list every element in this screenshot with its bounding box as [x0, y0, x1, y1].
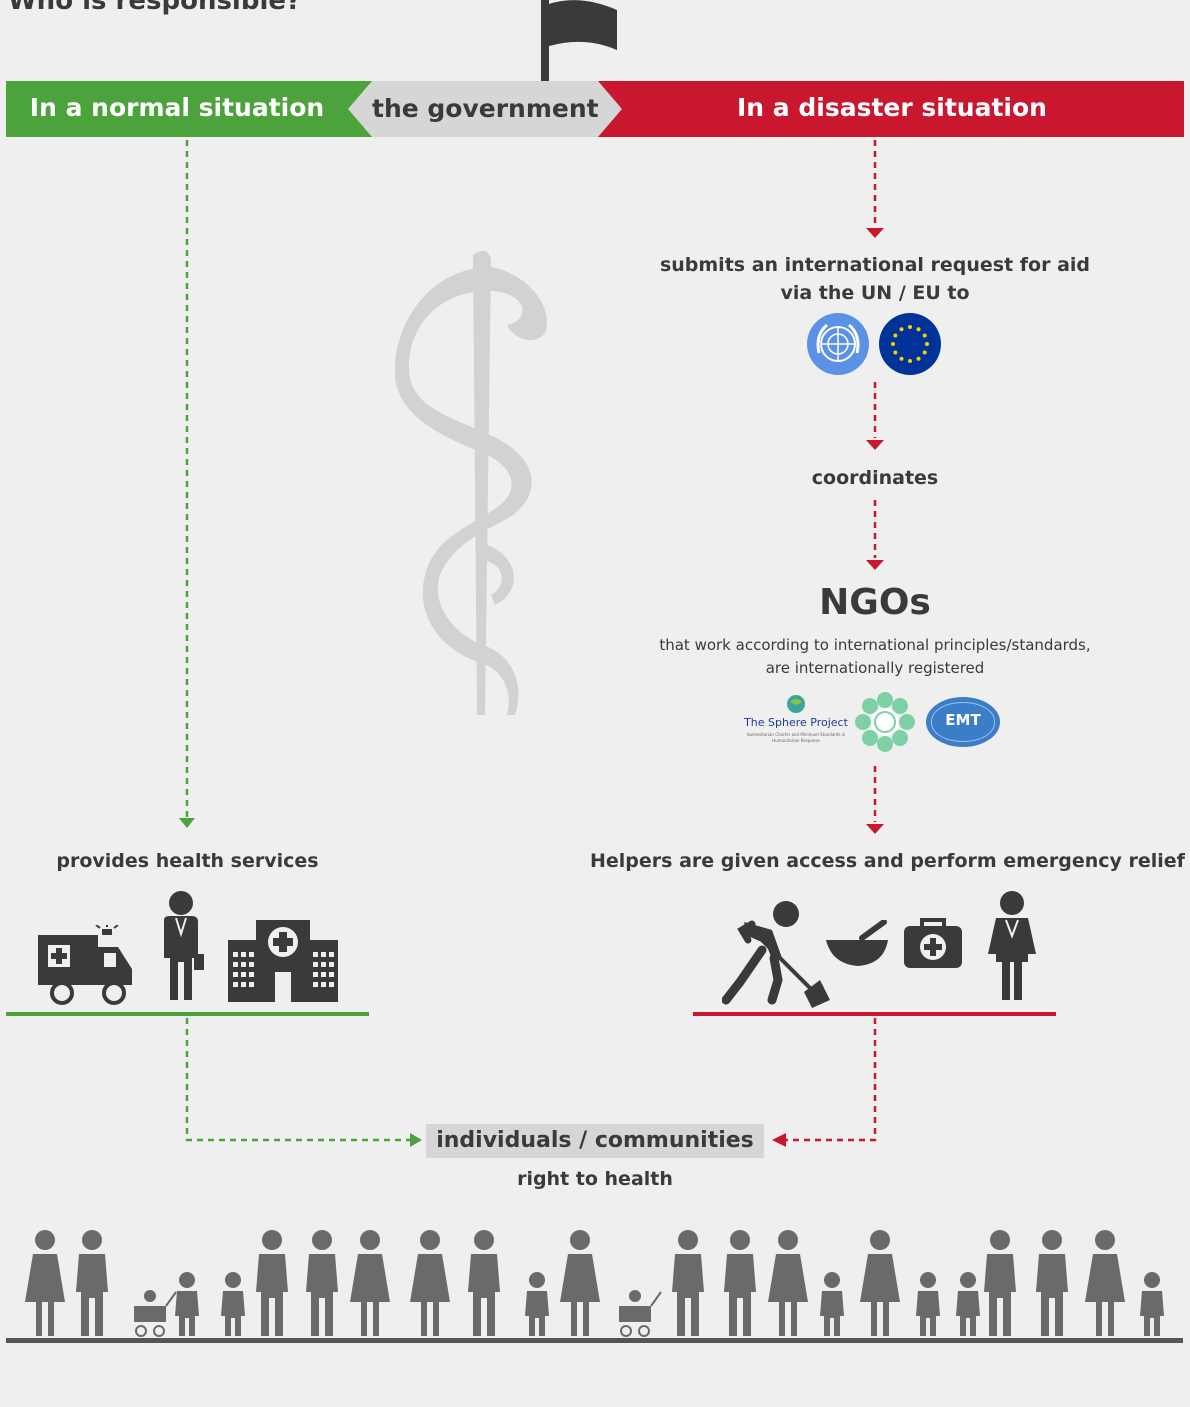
normal-ground-line	[6, 1012, 369, 1016]
ngo-description-line2: are internationally registered	[765, 659, 985, 677]
red-arrow-1	[866, 228, 884, 238]
emt-logo: EMT	[926, 697, 1000, 747]
disaster-situation-label: In a disaster situation	[737, 93, 1047, 122]
shovel-worker-icon	[722, 901, 830, 1008]
helpers-label: Helpers are given access and perform eme…	[590, 850, 1185, 872]
sphere-project-subtitle: Humanitarian Charter and Minimum Standar…	[746, 732, 846, 743]
red-arrow-2	[866, 440, 884, 450]
people-crowd-icon	[25, 1230, 1164, 1337]
provides-health-services-label: provides health services	[56, 850, 319, 872]
right-to-health-label: right to health	[517, 1168, 673, 1190]
page-title: Who is responsible?	[8, 0, 302, 16]
green-arrow-right	[410, 1133, 422, 1147]
ngos-title: NGOs	[819, 582, 931, 623]
first-aid-kit-icon	[904, 918, 962, 968]
doctor-icon	[164, 891, 204, 1000]
humanitarian-standards-logo	[855, 692, 915, 752]
nurse-icon	[988, 891, 1036, 1000]
emt-logo-text: EMT	[945, 711, 981, 729]
banner	[6, 81, 1184, 137]
eu-flag-icon	[879, 313, 941, 375]
hospital-icon	[228, 920, 338, 1002]
individuals-communities-label: individuals / communities	[436, 1128, 754, 1153]
flag-icon	[541, 0, 617, 93]
disaster-banner-bg	[522, 81, 1184, 137]
mortar-icon	[826, 920, 888, 966]
disaster-ground-line	[693, 1012, 1056, 1016]
normal-situation-label: In a normal situation	[29, 93, 325, 122]
sphere-project-name: The Sphere Project	[744, 716, 848, 729]
red-arrow-4	[866, 824, 884, 834]
normal-banner-bg	[6, 81, 386, 137]
individuals-communities-box: individuals / communities	[426, 1124, 764, 1158]
ambulance-icon	[38, 925, 132, 1005]
request-aid-line1: submits an international request for aid	[659, 254, 1091, 276]
green-arrow-down	[179, 818, 195, 828]
crowd-ground-line	[6, 1338, 1183, 1343]
coordinates-label: coordinates	[811, 467, 939, 489]
government-label: the government	[372, 94, 599, 123]
red-arrow-3	[866, 560, 884, 570]
government-banner-bg	[348, 81, 622, 137]
request-aid-line2: via the UN / EU to	[780, 282, 970, 304]
sphere-globe-icon	[787, 695, 805, 713]
un-emblem-icon	[807, 313, 869, 375]
caduceus-icon	[395, 250, 547, 716]
red-arrow-left	[772, 1133, 786, 1147]
people-figures	[25, 1230, 1164, 1337]
sphere-project-logo: The Sphere Project Humanitarian Charter …	[744, 694, 848, 748]
ngo-description-line1: that work according to international pri…	[659, 636, 1091, 654]
